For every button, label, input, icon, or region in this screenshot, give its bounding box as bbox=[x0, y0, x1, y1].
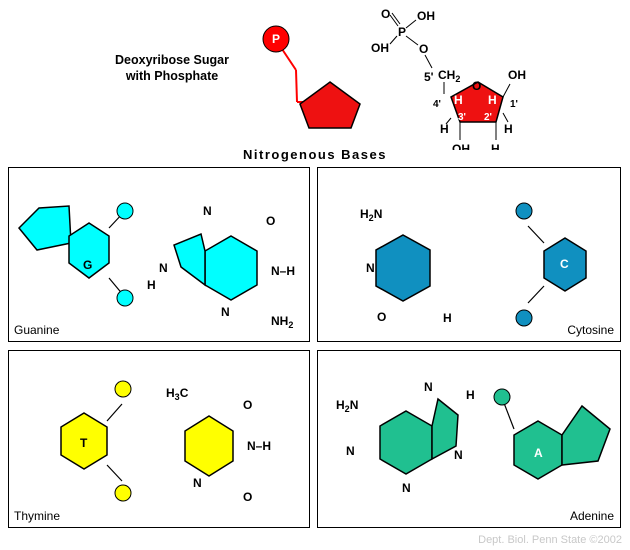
cytosine-panel: H2N N O H C Cytosine bbox=[317, 167, 621, 342]
thymine-diagram: T H3C O N–H N O bbox=[60, 380, 271, 504]
adenine-n9: N bbox=[454, 448, 463, 462]
adenine-structure-pent bbox=[431, 397, 459, 461]
guanine-n3: N bbox=[221, 305, 230, 319]
ch2-label: CH2 bbox=[438, 68, 460, 84]
oh-top-left: OH bbox=[371, 41, 389, 55]
cytosine-diagram: H2N N O H C bbox=[360, 202, 587, 327]
thymine-o4: O bbox=[243, 398, 252, 412]
adenine-pentagon-shape bbox=[561, 404, 611, 466]
guanine-n9: N bbox=[159, 261, 168, 275]
thymine-symbol: T bbox=[80, 436, 88, 450]
adenine-diagram: H2N N H N N N A bbox=[336, 380, 611, 495]
guanine-h9: H bbox=[147, 278, 156, 292]
section-title: Nitrogenous Bases bbox=[243, 147, 387, 162]
h-c4: H bbox=[454, 93, 463, 107]
ring-oxygen: O bbox=[472, 79, 481, 93]
deoxyribose-structure: OH OH P O O 5' CH2 O OH 4' H H 3' 2' 1' … bbox=[371, 7, 526, 150]
cytosine-label: Cytosine bbox=[567, 323, 614, 337]
guanine-n1h: N–H bbox=[271, 264, 295, 278]
sugar-title-line2: with Phosphate bbox=[125, 69, 219, 83]
thymine-o2: O bbox=[243, 490, 252, 504]
guanine-n7: N bbox=[203, 204, 212, 218]
guanine-nh2: NH2 bbox=[271, 314, 293, 330]
thymine-h3c: H3C bbox=[166, 386, 189, 402]
thymine-structure-hex bbox=[184, 415, 234, 477]
sugar-title: Deoxyribose Sugar with Phosphate bbox=[92, 52, 252, 84]
deoxyribose-ring bbox=[450, 81, 504, 123]
sugar-phosphate-schematic: P OH OH P O O 5' CH2 O OH 4' H H 3' 2' 1… bbox=[262, 7, 526, 150]
cytosine-n3: N bbox=[366, 261, 375, 275]
oh-top-right: OH bbox=[417, 9, 435, 23]
adenine-n7: N bbox=[424, 380, 433, 394]
guanine-structure-pent bbox=[173, 232, 206, 287]
sugar-title-line1: Deoxyribose Sugar bbox=[115, 53, 229, 67]
adenine-label: Adenine bbox=[569, 509, 614, 523]
cytosine-h1: H bbox=[443, 311, 452, 325]
cytosine-hexagon-shape bbox=[543, 237, 587, 292]
guanine-o6: O bbox=[266, 214, 275, 228]
thymine-n3h: N–H bbox=[247, 439, 271, 453]
adenine-symbol: A bbox=[534, 446, 543, 460]
h-c2-bottom: H bbox=[491, 142, 500, 150]
oxygen-double: O bbox=[381, 7, 390, 21]
cytosine-symbol: C bbox=[560, 257, 569, 271]
carbon-4-label: 4' bbox=[433, 99, 441, 110]
guanine-panel: G N O N–H N N H NH2 Guanine bbox=[8, 167, 310, 342]
credit-line: Dept. Biol. Penn State ©2002 bbox=[478, 534, 622, 546]
h-c3-left: H bbox=[440, 122, 449, 136]
oh-c1: OH bbox=[508, 68, 526, 82]
guanine-pentagon-shape bbox=[17, 205, 72, 251]
guanine-label: Guanine bbox=[14, 323, 60, 337]
adenine-h8: H bbox=[466, 388, 475, 402]
h-c2-right: H bbox=[504, 122, 513, 136]
phosphate-circle bbox=[262, 25, 290, 53]
adenine-n1: N bbox=[346, 444, 355, 458]
adenine-panel: H2N N H N N N A Adenine bbox=[317, 350, 621, 528]
guanine-symbol: G bbox=[83, 258, 92, 272]
oxygen-link: O bbox=[419, 42, 428, 56]
cytosine-o2: O bbox=[377, 310, 386, 324]
h-c1: H bbox=[488, 93, 497, 107]
carbon-3-label: 3' bbox=[458, 112, 466, 123]
cytosine-structure-hex bbox=[375, 234, 431, 302]
carbon-5-label: 5' bbox=[424, 70, 434, 84]
thymine-label: Thymine bbox=[14, 509, 61, 523]
guanine-hexagon-shape bbox=[68, 222, 110, 279]
oh-c3: OH bbox=[452, 142, 470, 150]
cytosine-nh2: H2N bbox=[360, 207, 382, 223]
carbon-2-label: 2' bbox=[484, 112, 492, 123]
adenine-nh2: H2N bbox=[336, 398, 358, 414]
thymine-hexagon-shape bbox=[60, 412, 108, 470]
adenine-n3: N bbox=[402, 481, 411, 495]
sugar-pentagon bbox=[299, 81, 361, 129]
thymine-panel: T H3C O N–H N O Thymine bbox=[8, 350, 310, 528]
phosphorus-atom: P bbox=[398, 25, 406, 39]
adenine-structure-hex bbox=[379, 410, 433, 475]
carbon-1-label: 1' bbox=[510, 99, 518, 110]
guanine-structure-hex bbox=[204, 235, 258, 301]
phosphate-symbol: P bbox=[272, 32, 280, 46]
thymine-n1: N bbox=[193, 476, 202, 490]
guanine-diagram: G N O N–H N N H NH2 bbox=[17, 202, 295, 330]
